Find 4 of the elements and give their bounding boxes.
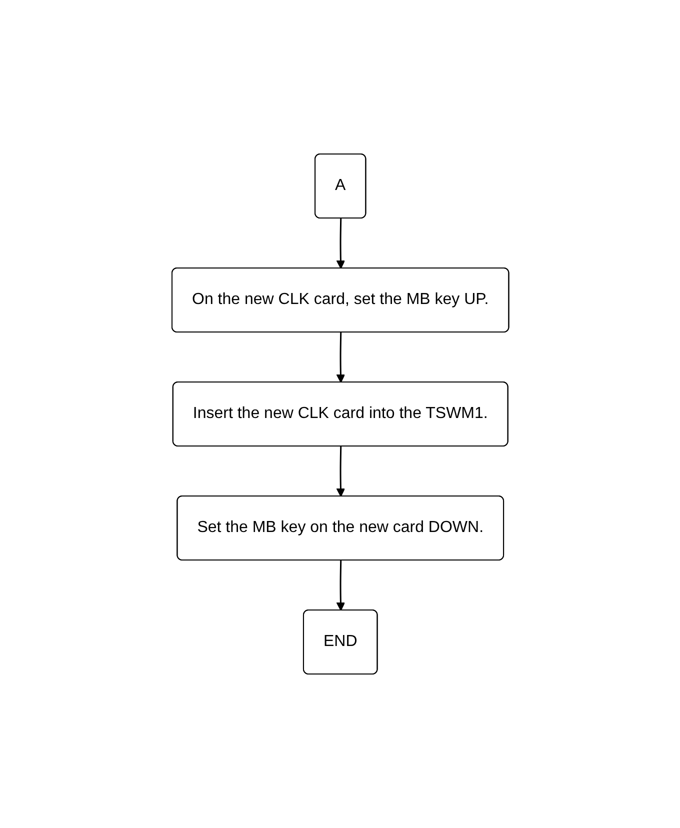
arrow bbox=[336, 446, 345, 497]
arrow bbox=[336, 218, 345, 269]
arrow bbox=[336, 332, 345, 383]
arrow bbox=[336, 560, 345, 611]
